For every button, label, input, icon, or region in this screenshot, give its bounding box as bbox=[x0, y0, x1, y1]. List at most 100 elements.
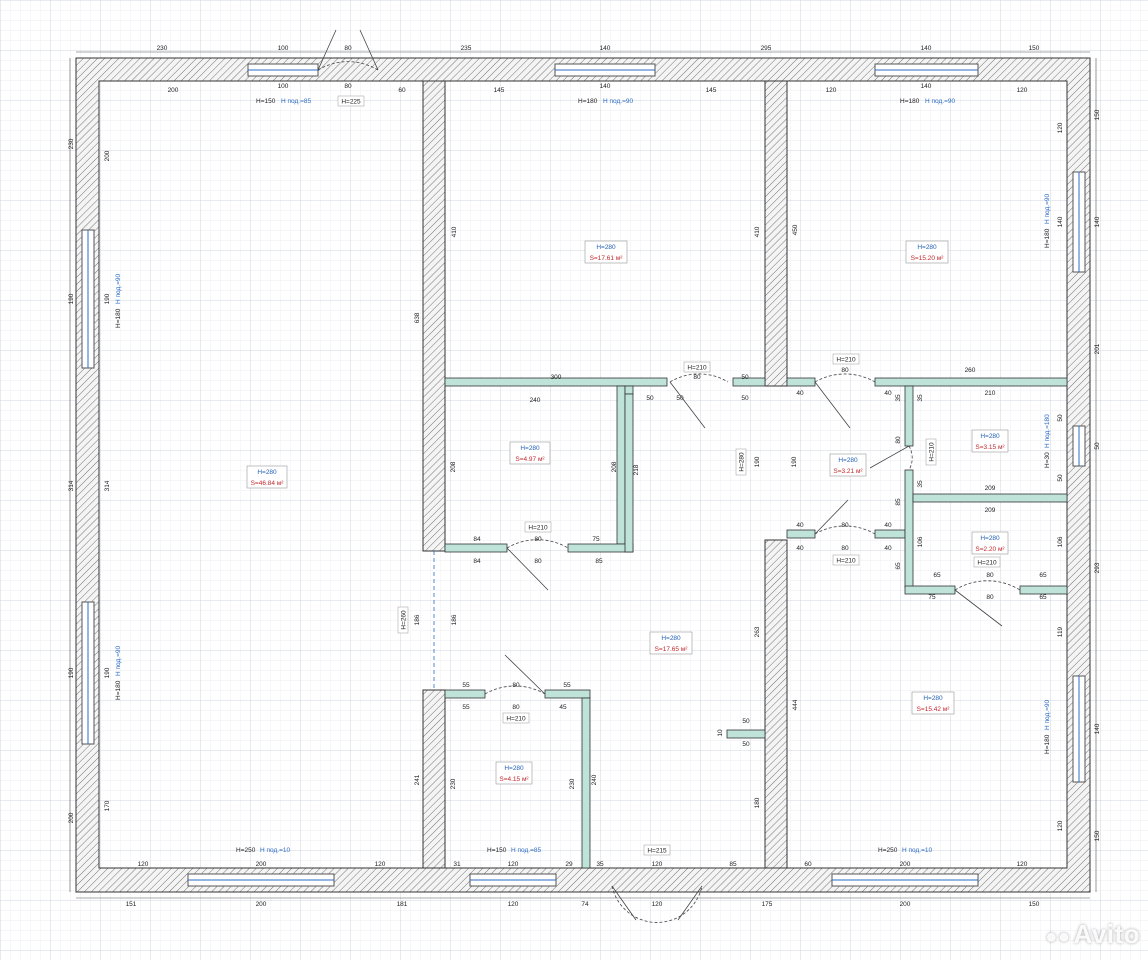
svg-text:H под.=90: H под.=90 bbox=[115, 273, 122, 304]
svg-text:40: 40 bbox=[796, 545, 804, 552]
svg-text:40: 40 bbox=[884, 545, 892, 552]
door-5 bbox=[506, 539, 569, 591]
svg-text:140: 140 bbox=[1094, 723, 1101, 734]
svg-text:190: 190 bbox=[104, 667, 111, 678]
svg-text:150: 150 bbox=[1029, 901, 1040, 908]
svg-text:H=250: H=250 bbox=[236, 847, 256, 854]
svg-text:80: 80 bbox=[512, 682, 520, 689]
svg-text:H=180: H=180 bbox=[115, 308, 122, 328]
svg-text:230: 230 bbox=[450, 778, 457, 789]
svg-text:55: 55 bbox=[563, 682, 571, 689]
svg-text:H под.=90: H под.=90 bbox=[925, 98, 956, 105]
svg-text:638: 638 bbox=[414, 312, 421, 323]
svg-text:140: 140 bbox=[921, 83, 932, 90]
door-label-1: H=210 bbox=[683, 361, 711, 373]
door-label-entrance-bottom: H=215 bbox=[643, 844, 671, 856]
svg-text:209: 209 bbox=[985, 485, 996, 492]
svg-text:S=3.21 м²: S=3.21 м² bbox=[833, 468, 863, 475]
svg-text:40: 40 bbox=[884, 390, 892, 397]
svg-text:H=180: H=180 bbox=[900, 98, 920, 105]
door-label-2: H=210 bbox=[832, 353, 860, 365]
svg-text:200: 200 bbox=[900, 901, 911, 908]
svg-text:H=210: H=210 bbox=[836, 357, 856, 364]
svg-text:119: 119 bbox=[1057, 626, 1064, 637]
door-1 bbox=[669, 373, 729, 429]
svg-text:200: 200 bbox=[256, 901, 267, 908]
svg-text:181: 181 bbox=[397, 901, 408, 908]
svg-text:H=210: H=210 bbox=[836, 558, 856, 565]
svg-text:209: 209 bbox=[985, 507, 996, 514]
svg-text:100: 100 bbox=[278, 45, 289, 52]
svg-text:241: 241 bbox=[414, 774, 421, 785]
svg-text:10: 10 bbox=[717, 729, 724, 737]
svg-text:201: 201 bbox=[1094, 343, 1101, 354]
svg-text:H=280: H=280 bbox=[838, 457, 858, 464]
svg-text:60: 60 bbox=[398, 87, 406, 94]
svg-text:190: 190 bbox=[754, 456, 761, 467]
svg-text:263: 263 bbox=[754, 626, 761, 637]
room-label-hall: H=280 S=17.65 м² bbox=[649, 631, 693, 655]
window-left-1 bbox=[81, 229, 95, 369]
svg-text:H=180: H=180 bbox=[1044, 734, 1051, 754]
svg-text:65: 65 bbox=[933, 572, 941, 579]
svg-text:50: 50 bbox=[742, 718, 750, 725]
svg-text:120: 120 bbox=[652, 901, 663, 908]
svg-text:55: 55 bbox=[462, 682, 470, 689]
svg-text:120: 120 bbox=[652, 861, 663, 868]
door-label-6: H=210 bbox=[973, 556, 1001, 568]
svg-text:S=3.15 м²: S=3.15 м² bbox=[975, 444, 1005, 451]
svg-text:190: 190 bbox=[791, 456, 798, 467]
svg-text:29: 29 bbox=[565, 861, 573, 868]
svg-text:210: 210 bbox=[985, 390, 996, 397]
window-right-1 bbox=[1072, 171, 1086, 273]
svg-text:200: 200 bbox=[900, 861, 911, 868]
door-entrance-top bbox=[317, 29, 379, 71]
dims-right-outer: 150 140 201 50 293 140 150 bbox=[1094, 109, 1101, 841]
wall-vertical-right bbox=[764, 80, 788, 387]
doors bbox=[317, 29, 1021, 923]
svg-text:H под.=85: H под.=85 bbox=[281, 98, 312, 105]
dims-interior: 200 60 145 145 120 120 200 410 410 450 1… bbox=[104, 87, 1064, 831]
svg-text:H под.=90: H под.=90 bbox=[115, 645, 122, 676]
dims-top-outer: 230 100 80 235 140 295 140 150 bbox=[157, 45, 1040, 52]
svg-text:75: 75 bbox=[928, 594, 936, 601]
svg-text:140: 140 bbox=[600, 45, 611, 52]
svg-text:120: 120 bbox=[1017, 87, 1028, 94]
door-label-opening-left: H=260 bbox=[397, 606, 409, 634]
svg-text:190: 190 bbox=[68, 293, 75, 304]
svg-text:218: 218 bbox=[633, 464, 640, 475]
svg-text:H=225: H=225 bbox=[341, 99, 361, 106]
svg-text:40: 40 bbox=[796, 522, 804, 529]
svg-text:200: 200 bbox=[68, 812, 75, 823]
room-label-small-middle: H=280 S=4.97 м² bbox=[509, 441, 551, 465]
door-label-7: H=210 bbox=[502, 712, 530, 724]
svg-text:80: 80 bbox=[512, 704, 520, 711]
svg-text:100: 100 bbox=[278, 83, 289, 90]
svg-text:55: 55 bbox=[462, 704, 470, 711]
svg-text:40: 40 bbox=[796, 390, 804, 397]
svg-text:H=280: H=280 bbox=[917, 244, 937, 251]
window-label-left-1: H=180 H под.=90 bbox=[115, 273, 122, 328]
svg-text:S=4.97 м²: S=4.97 м² bbox=[515, 456, 545, 463]
svg-text:151: 151 bbox=[126, 901, 137, 908]
window-bottom-2 bbox=[469, 873, 557, 887]
window-top-2 bbox=[554, 63, 656, 77]
window-label-top-3: H=180 H под.=90 bbox=[900, 98, 956, 105]
svg-text:314: 314 bbox=[104, 480, 111, 491]
svg-text:H=150: H=150 bbox=[487, 847, 507, 854]
svg-text:50: 50 bbox=[1057, 414, 1064, 422]
svg-text:80: 80 bbox=[841, 367, 849, 374]
svg-text:H=180: H=180 bbox=[578, 98, 598, 105]
svg-text:230: 230 bbox=[569, 778, 576, 789]
svg-text:H=180: H=180 bbox=[115, 680, 122, 700]
door-4 bbox=[814, 499, 876, 535]
door-2 bbox=[814, 373, 876, 429]
svg-text:235: 235 bbox=[461, 45, 472, 52]
svg-text:35: 35 bbox=[895, 394, 902, 402]
svg-text:186: 186 bbox=[451, 614, 458, 625]
svg-text:74: 74 bbox=[581, 901, 589, 908]
svg-text:150: 150 bbox=[1094, 830, 1101, 841]
